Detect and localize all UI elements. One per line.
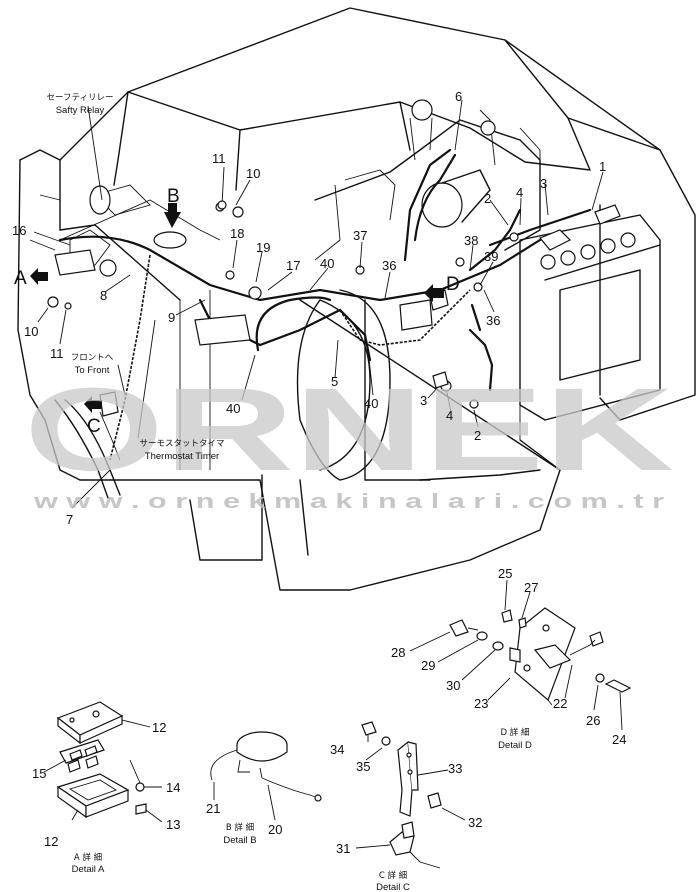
detail-b-title-jp: B 詳 細: [226, 822, 254, 833]
callout-37: 37: [353, 228, 367, 243]
callout-3-main: 3: [540, 176, 547, 191]
callout-40-right: 40: [364, 396, 378, 411]
callout-22: 22: [553, 696, 567, 711]
callout-2-main: 2: [484, 191, 491, 206]
callout-18: 18: [230, 226, 244, 241]
detail-a-drawing: [43, 701, 163, 823]
callout-15: 15: [32, 766, 46, 781]
captions: セーフティリレー Safty Relay フロントへ To Front サーモス…: [47, 93, 225, 462]
view-arrow-a: [30, 268, 48, 285]
callout-40-top: 40: [320, 256, 334, 271]
caption-to-front-en: To Front: [75, 365, 110, 376]
detail-b-drawing: [210, 731, 322, 821]
caption-safety-relay-jp: セーフティリレー: [47, 93, 114, 103]
callout-16: 16: [12, 223, 26, 238]
view-letter-d: D: [446, 274, 460, 295]
callout-19: 19: [256, 240, 270, 255]
callout-29: 29: [421, 658, 435, 673]
callout-35: 35: [356, 759, 370, 774]
view-letter-b: B: [167, 186, 180, 207]
callout-21: 21: [206, 801, 220, 816]
caption-to-front-jp: フロントへ: [71, 353, 114, 363]
watermark-brand: ORNEK: [24, 364, 674, 496]
callout-23: 23: [474, 696, 488, 711]
callout-1: 1: [599, 159, 606, 174]
detail-d-title-en: Detail D: [498, 740, 532, 751]
detail-d-drawing: [409, 579, 632, 731]
callout-32: 32: [468, 815, 482, 830]
callout-31: 31: [336, 841, 350, 856]
caption-thermostat-en: Thermostat Timer: [145, 451, 219, 462]
view-letter-c: C: [87, 416, 101, 437]
callout-38: 38: [464, 233, 478, 248]
leader-lines: [33, 99, 604, 509]
callout-33: 33: [448, 761, 462, 776]
callout-24: 24: [612, 732, 626, 747]
detail-titles: A 詳 細 Detail A B 詳 細 Detail B C 詳 細 Deta…: [72, 727, 532, 892]
view-letters: A B C D: [14, 186, 460, 437]
callout-39: 39: [484, 249, 498, 264]
callout-5: 5: [331, 374, 338, 389]
callout-36-main: 36: [382, 258, 396, 273]
callout-20: 20: [268, 822, 282, 837]
view-arrow-b: [164, 203, 181, 228]
callout-17: 17: [286, 258, 300, 273]
callout-30: 30: [446, 678, 460, 693]
view-arrow-c: [84, 396, 102, 413]
callout-4-main: 4: [516, 185, 523, 200]
callout-34: 34: [330, 742, 344, 757]
callout-numbers: 1 2 2 3 3 4 4 5 6 7 8 9 10 10 11 11 12 1…: [12, 89, 626, 856]
callout-26: 26: [586, 713, 600, 728]
callout-3-lower: 3: [420, 393, 427, 408]
view-letter-a: A: [14, 268, 27, 289]
callout-2-lower: 2: [474, 428, 481, 443]
callout-12-top: 12: [152, 720, 166, 735]
detail-c-title-en: Detail C: [376, 882, 410, 892]
caption-thermostat-jp: サーモスタットタイマ: [139, 439, 224, 449]
callout-7: 7: [66, 512, 73, 527]
view-arrow-d: [424, 284, 444, 302]
callout-27: 27: [524, 580, 538, 595]
callout-6: 6: [455, 89, 462, 104]
callout-10-main: 10: [246, 166, 260, 181]
watermark-url: w w w . o r n e k m a k i n a l a r i . …: [32, 491, 664, 513]
detail-c-drawing: [355, 721, 466, 869]
callout-10-left: 10: [24, 324, 38, 339]
callout-14: 14: [166, 780, 180, 795]
callout-40-left: 40: [226, 401, 240, 416]
callout-11-left: 11: [50, 346, 64, 361]
detail-a-title-en: Detail A: [72, 864, 105, 875]
detail-a-title-jp: A 詳 細: [74, 852, 102, 863]
callout-28: 28: [391, 645, 405, 660]
callout-4-lower: 4: [446, 408, 453, 423]
callout-25: 25: [498, 566, 512, 581]
view-arrows: [30, 203, 444, 413]
callout-8: 8: [100, 288, 107, 303]
detail-d-title-jp: D 詳 細: [501, 727, 530, 738]
callout-12-bottom: 12: [44, 834, 58, 849]
callout-11-main: 11: [212, 151, 226, 166]
machine-outline: [17, 7, 696, 591]
callout-36-right: 36: [486, 313, 500, 328]
caption-safety-relay-en: Safty Relay: [56, 105, 105, 116]
watermark: ORNEK w w w . o r n e k m a k i n a l a …: [24, 364, 674, 513]
callout-9: 9: [168, 310, 175, 325]
detail-b-title-en: Detail B: [223, 835, 256, 846]
detail-c-title-jp: C 詳 細: [379, 870, 407, 881]
callout-13: 13: [166, 817, 180, 832]
